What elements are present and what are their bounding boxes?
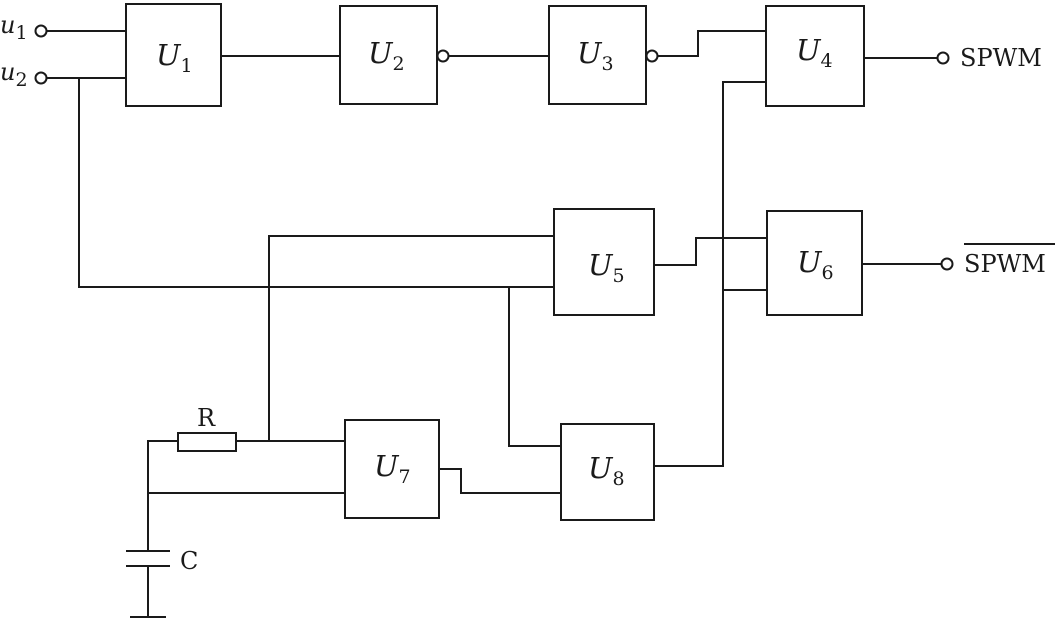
U2-inverter-bubble bbox=[436, 49, 450, 63]
svg-text:U1: U1 bbox=[156, 38, 193, 77]
label-output-spwm: SPWM bbox=[960, 44, 1042, 72]
wire-U3-to-U4 bbox=[658, 30, 766, 57]
wire-U7-to-U8 bbox=[439, 468, 561, 494]
label-C: C bbox=[180, 547, 198, 575]
wire-branch-to-U8 bbox=[508, 287, 561, 447]
wire-U8-to-U4-U6 bbox=[654, 81, 766, 467]
block-U2: U2 bbox=[339, 5, 438, 105]
block-U6: U6 bbox=[766, 210, 863, 316]
block-U8: U8 bbox=[560, 423, 655, 521]
svg-text:U4: U4 bbox=[796, 33, 833, 72]
capacitor-C bbox=[126, 550, 170, 567]
block-U1: U1 bbox=[125, 3, 222, 107]
U3-inverter-bubble bbox=[645, 49, 659, 63]
block-U5: U5 bbox=[553, 208, 655, 316]
terminal-spwm bbox=[936, 51, 950, 65]
label-output-spwm-bar: SPWM bbox=[964, 250, 1046, 278]
wire-U5-to-U6 bbox=[654, 237, 767, 266]
label-input-u2: u2 bbox=[0, 58, 28, 91]
wire-R-to-U5 bbox=[268, 235, 554, 441]
svg-text:U2: U2 bbox=[368, 36, 405, 75]
terminal-spwm-bar bbox=[940, 257, 954, 271]
terminal-u2 bbox=[34, 71, 48, 85]
svg-text:U7: U7 bbox=[374, 449, 411, 488]
svg-text:U3: U3 bbox=[577, 36, 614, 75]
wires bbox=[47, 30, 942, 618]
resistor-R bbox=[177, 432, 237, 452]
wire-u2-to-U5 bbox=[78, 78, 554, 288]
wire-R-left bbox=[147, 440, 178, 550]
label-R: R bbox=[197, 404, 216, 432]
block-U7: U7 bbox=[344, 419, 440, 519]
svg-text:U5: U5 bbox=[588, 248, 625, 287]
svg-text:U8: U8 bbox=[588, 451, 625, 490]
block-U3: U3 bbox=[548, 5, 647, 105]
label-input-u1: u1 bbox=[0, 11, 28, 44]
block-U4: U4 bbox=[765, 5, 865, 107]
svg-text:U6: U6 bbox=[797, 245, 834, 284]
terminal-u1 bbox=[34, 24, 48, 38]
